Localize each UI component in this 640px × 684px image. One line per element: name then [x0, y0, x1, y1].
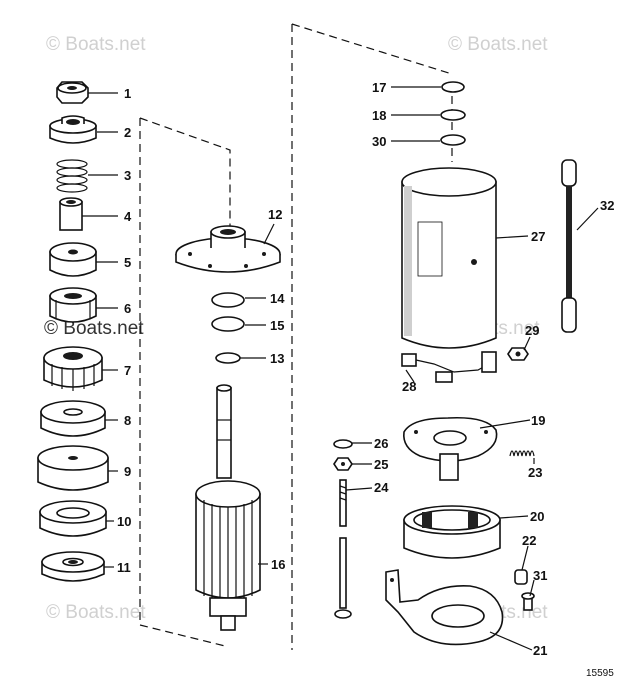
callout-10: 10 — [117, 514, 131, 529]
part-32-lead — [561, 159, 577, 333]
part-21-bracket — [385, 569, 504, 646]
part-19-brush-plate — [403, 416, 498, 481]
watermark: © Boats.net — [46, 34, 146, 55]
part-12-end-cap — [175, 225, 281, 273]
drawing-number: 15595 — [586, 668, 614, 679]
callout-15: 15 — [270, 318, 284, 333]
callout-2: 2 — [124, 125, 131, 140]
callout-21: 21 — [533, 643, 547, 658]
part-17-washer — [441, 81, 465, 93]
watermark: © Boats.net — [46, 602, 146, 623]
callout-22: 22 — [522, 533, 536, 548]
callout-20: 20 — [530, 509, 544, 524]
part-16-armature — [195, 384, 261, 631]
part-31-screw — [521, 592, 535, 611]
callout-13: 13 — [270, 351, 284, 366]
callout-6: 6 — [124, 301, 131, 316]
callout-labels: 1 2 3 4 5 6 7 8 9 10 11 12 13 14 15 16 1… — [117, 80, 614, 658]
callout-9: 9 — [124, 464, 131, 479]
part-10-bushing — [39, 500, 107, 537]
part-13-o-ring — [215, 352, 241, 364]
callout-28: 28 — [402, 379, 416, 394]
callout-23: 23 — [528, 465, 542, 480]
callout-27: 27 — [531, 229, 545, 244]
part-9-spacer — [37, 445, 109, 491]
callout-25: 25 — [374, 457, 388, 472]
part-4-sleeve — [59, 197, 83, 231]
callout-1: 1 — [124, 86, 131, 101]
callout-3: 3 — [124, 168, 131, 183]
part-3-spring — [56, 159, 88, 193]
part-6-retainer — [49, 287, 97, 323]
callout-24: 24 — [374, 480, 389, 495]
part-23-spring — [509, 450, 535, 457]
part-8-washer — [40, 400, 106, 437]
part-26-washer — [333, 439, 353, 449]
callout-17: 17 — [372, 80, 386, 95]
part-11-thrust-washer — [41, 551, 105, 582]
callout-14: 14 — [270, 291, 285, 306]
callout-26: 26 — [374, 436, 388, 451]
callout-8: 8 — [124, 413, 131, 428]
part-18-washer — [440, 109, 466, 121]
part-14-ring — [211, 292, 245, 308]
watermark: © Boats.net — [448, 34, 548, 55]
callout-5: 5 — [124, 255, 131, 270]
callout-7: 7 — [124, 363, 131, 378]
callout-29: 29 — [525, 323, 539, 338]
callout-4: 4 — [124, 209, 132, 224]
callout-11: 11 — [117, 560, 131, 575]
part-27-frame — [401, 167, 497, 349]
assembly-dashed-lines — [139, 23, 453, 650]
part-30-washer — [440, 134, 466, 146]
watermark: © Boats.net — [44, 318, 144, 339]
callout-32: 32 — [600, 198, 614, 213]
callout-16: 16 — [271, 557, 285, 572]
part-1-nut — [56, 81, 89, 104]
part-25-lockwasher — [333, 457, 353, 471]
callout-31: 31 — [533, 568, 547, 583]
part-28-brush-lead — [401, 351, 497, 383]
callout-30: 30 — [372, 134, 386, 149]
callout-18: 18 — [372, 108, 386, 123]
part-7-drive-gear — [43, 346, 103, 391]
part-5-collar — [49, 242, 97, 277]
callout-19: 19 — [531, 413, 545, 428]
part-2-cap — [49, 115, 97, 144]
callout-12: 12 — [268, 207, 282, 222]
part-22-bushing — [514, 569, 528, 585]
part-24-through-bolt — [334, 479, 352, 619]
part-20-field-housing — [403, 505, 501, 559]
leader-lines — [82, 86, 599, 651]
part-29-nut — [507, 347, 529, 361]
part-15-ring — [211, 316, 245, 332]
